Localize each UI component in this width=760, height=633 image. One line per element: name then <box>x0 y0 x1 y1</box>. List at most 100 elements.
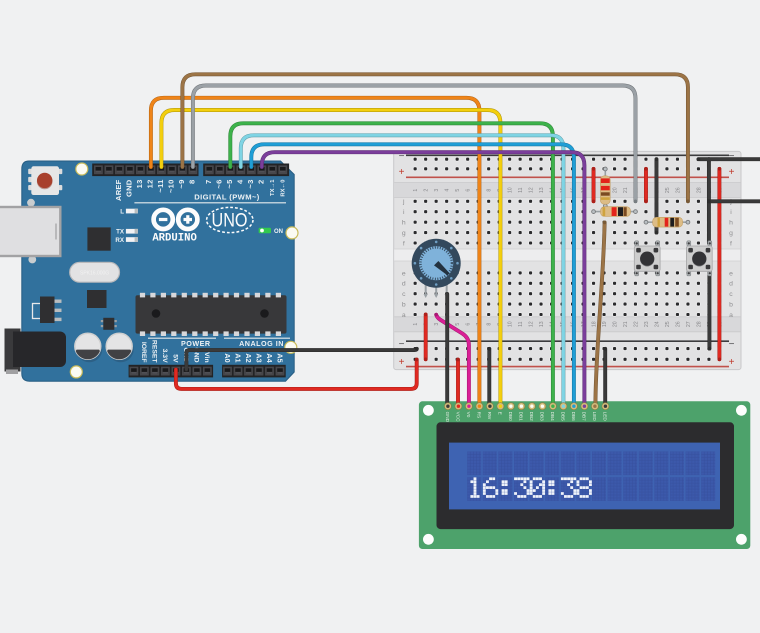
svg-text:DIGITAL (PWM~): DIGITAL (PWM~) <box>194 193 260 202</box>
svg-text:RESET: RESET <box>150 340 157 364</box>
svg-text:11: 11 <box>518 321 524 326</box>
svg-text:6: 6 <box>466 189 472 192</box>
svg-text:UNO: UNO <box>212 209 248 231</box>
svg-text:VCC: VCC <box>455 412 460 423</box>
svg-text:RX: RX <box>115 237 124 244</box>
svg-text:+: + <box>399 357 405 368</box>
svg-text:e: e <box>729 270 733 277</box>
svg-text:23: 23 <box>644 321 650 327</box>
svg-text:Vin: Vin <box>203 352 210 362</box>
svg-text:GND: GND <box>125 179 134 197</box>
svg-text:3: 3 <box>434 189 440 192</box>
svg-text:i: i <box>730 209 732 216</box>
svg-text:ARDUINO: ARDUINO <box>152 233 197 245</box>
svg-text:4: 4 <box>445 189 451 192</box>
svg-text:POWER: POWER <box>181 339 211 348</box>
svg-text:j: j <box>402 199 405 206</box>
svg-text:13: 13 <box>539 187 545 193</box>
svg-text:DB5: DB5 <box>560 412 565 422</box>
svg-text:DB6: DB6 <box>571 412 576 422</box>
svg-text:L: L <box>120 208 124 215</box>
svg-text:21: 21 <box>623 187 629 193</box>
svg-text:~10: ~10 <box>167 180 176 193</box>
svg-text:A3: A3 <box>255 353 264 362</box>
svg-text:i: i <box>403 209 405 216</box>
svg-text:28: 28 <box>696 321 702 327</box>
svg-text:~6: ~6 <box>214 180 223 189</box>
svg-text:DB3: DB3 <box>539 412 544 422</box>
svg-text:1: 1 <box>413 189 419 192</box>
svg-text:21: 21 <box>623 321 629 327</box>
svg-text:RX←0: RX←0 <box>280 180 286 197</box>
svg-text:3.3V: 3.3V <box>161 349 168 363</box>
svg-text:6: 6 <box>466 323 472 326</box>
svg-text:GND: GND <box>192 347 199 362</box>
svg-text:25: 25 <box>665 187 671 193</box>
svg-text:12: 12 <box>529 321 535 327</box>
svg-text:c: c <box>402 291 406 298</box>
svg-text:SPK16.000G: SPK16.000G <box>80 271 109 277</box>
svg-text:A0: A0 <box>223 353 232 362</box>
svg-text:10: 10 <box>508 321 514 327</box>
svg-text:f: f <box>403 240 405 247</box>
svg-text:TX→1: TX→1 <box>270 179 276 196</box>
svg-text:11: 11 <box>518 187 524 192</box>
svg-text:RW: RW <box>487 412 492 420</box>
svg-text:~11: ~11 <box>156 179 165 193</box>
svg-text:−: − <box>399 151 405 162</box>
svg-text:20: 20 <box>613 187 619 193</box>
svg-text:b: b <box>729 302 733 309</box>
svg-text:DB0: DB0 <box>508 412 513 422</box>
svg-text:13: 13 <box>539 321 545 327</box>
svg-text:26: 26 <box>675 321 681 327</box>
svg-text:DB2: DB2 <box>529 412 534 422</box>
svg-text:20: 20 <box>613 321 619 327</box>
svg-text:~5: ~5 <box>225 179 234 189</box>
svg-text:5: 5 <box>455 323 461 326</box>
svg-text:~3: ~3 <box>246 180 255 189</box>
svg-text:−: − <box>399 339 405 350</box>
svg-text:~9: ~9 <box>177 180 186 189</box>
svg-text:−: − <box>729 339 735 350</box>
svg-text:e: e <box>402 270 406 277</box>
svg-text:DB7: DB7 <box>581 412 586 422</box>
svg-text:RS: RS <box>476 412 481 419</box>
svg-text:7: 7 <box>204 180 213 184</box>
svg-text:25: 25 <box>665 321 671 327</box>
svg-text:TX: TX <box>116 229 125 236</box>
svg-text:+: + <box>399 167 405 178</box>
svg-text:a: a <box>402 312 406 319</box>
svg-text:ON: ON <box>274 229 283 235</box>
svg-text:c: c <box>729 291 733 298</box>
svg-text:10: 10 <box>508 187 514 193</box>
svg-text:−: − <box>729 151 735 162</box>
svg-text:24: 24 <box>654 321 660 327</box>
svg-text:+: + <box>729 357 735 368</box>
svg-text:a: a <box>729 312 733 319</box>
svg-text:DB1: DB1 <box>518 412 523 422</box>
svg-text:8: 8 <box>487 189 493 192</box>
svg-text:E: E <box>497 412 502 415</box>
svg-text:DB4: DB4 <box>550 412 555 422</box>
svg-text:3: 3 <box>434 323 440 326</box>
svg-text:h: h <box>729 220 733 227</box>
svg-text:A2: A2 <box>244 353 253 362</box>
svg-text:ANALOG IN: ANALOG IN <box>239 339 284 348</box>
svg-text:12: 12 <box>146 180 155 189</box>
svg-text:22: 22 <box>633 321 639 327</box>
svg-text:g: g <box>402 230 406 237</box>
svg-text:5V: 5V <box>171 354 178 363</box>
svg-text:A5: A5 <box>276 353 285 362</box>
svg-text:13: 13 <box>135 180 144 189</box>
svg-text:g: g <box>729 230 733 237</box>
svg-text:AREF: AREF <box>114 179 123 201</box>
svg-text:A1: A1 <box>234 353 243 362</box>
svg-text:d: d <box>729 281 733 288</box>
svg-text:8: 8 <box>188 180 197 184</box>
svg-text:19: 19 <box>602 321 608 327</box>
svg-text:d: d <box>402 281 406 288</box>
svg-text:2: 2 <box>256 180 265 184</box>
svg-text:f: f <box>730 240 732 247</box>
svg-text:5: 5 <box>455 189 461 192</box>
svg-text:GND: GND <box>445 412 450 423</box>
